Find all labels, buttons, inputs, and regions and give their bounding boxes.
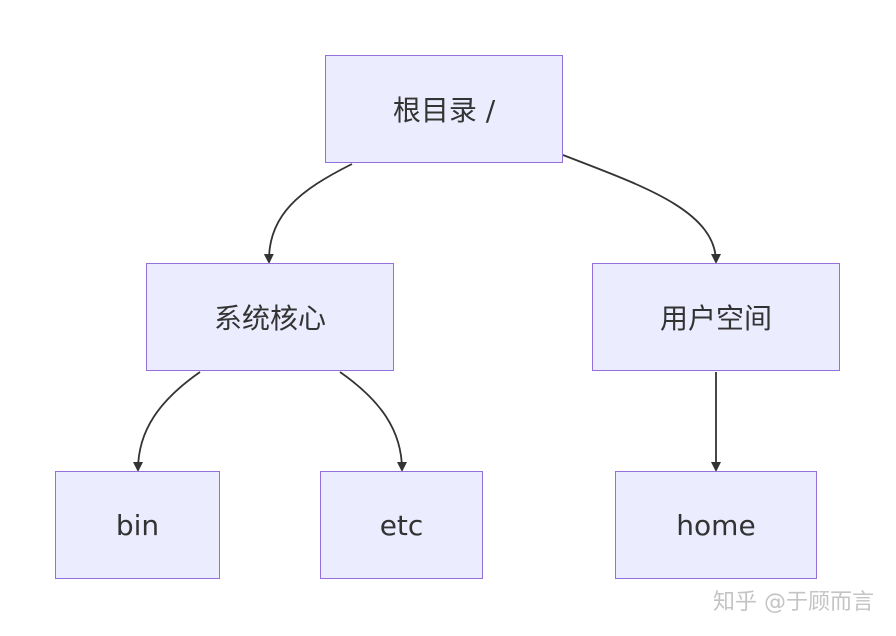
- edge-root-to-system-core: [263, 163, 353, 264]
- edge-system-core-to-bin: [133, 371, 201, 472]
- node-home-label: home: [676, 508, 756, 542]
- node-etc-label: etc: [379, 508, 424, 542]
- edge-root-to-user-space: [562, 154, 721, 264]
- node-etc: etc: [320, 471, 483, 579]
- watermark: 知乎 @于顾而言: [713, 590, 874, 615]
- node-user-space: 用户空间: [592, 263, 840, 371]
- edge-system-core-to-etc: [339, 371, 407, 472]
- node-bin-label: bin: [115, 508, 160, 542]
- node-root-label: 根目录 /: [392, 94, 496, 127]
- node-system-core-label: 系统核心: [213, 302, 326, 335]
- node-user-space-label: 用户空间: [659, 302, 772, 335]
- node-bin: bin: [55, 471, 220, 579]
- node-system-core: 系统核心: [146, 263, 394, 371]
- node-root-directory: 根目录 /: [325, 55, 563, 163]
- node-home: home: [615, 471, 817, 579]
